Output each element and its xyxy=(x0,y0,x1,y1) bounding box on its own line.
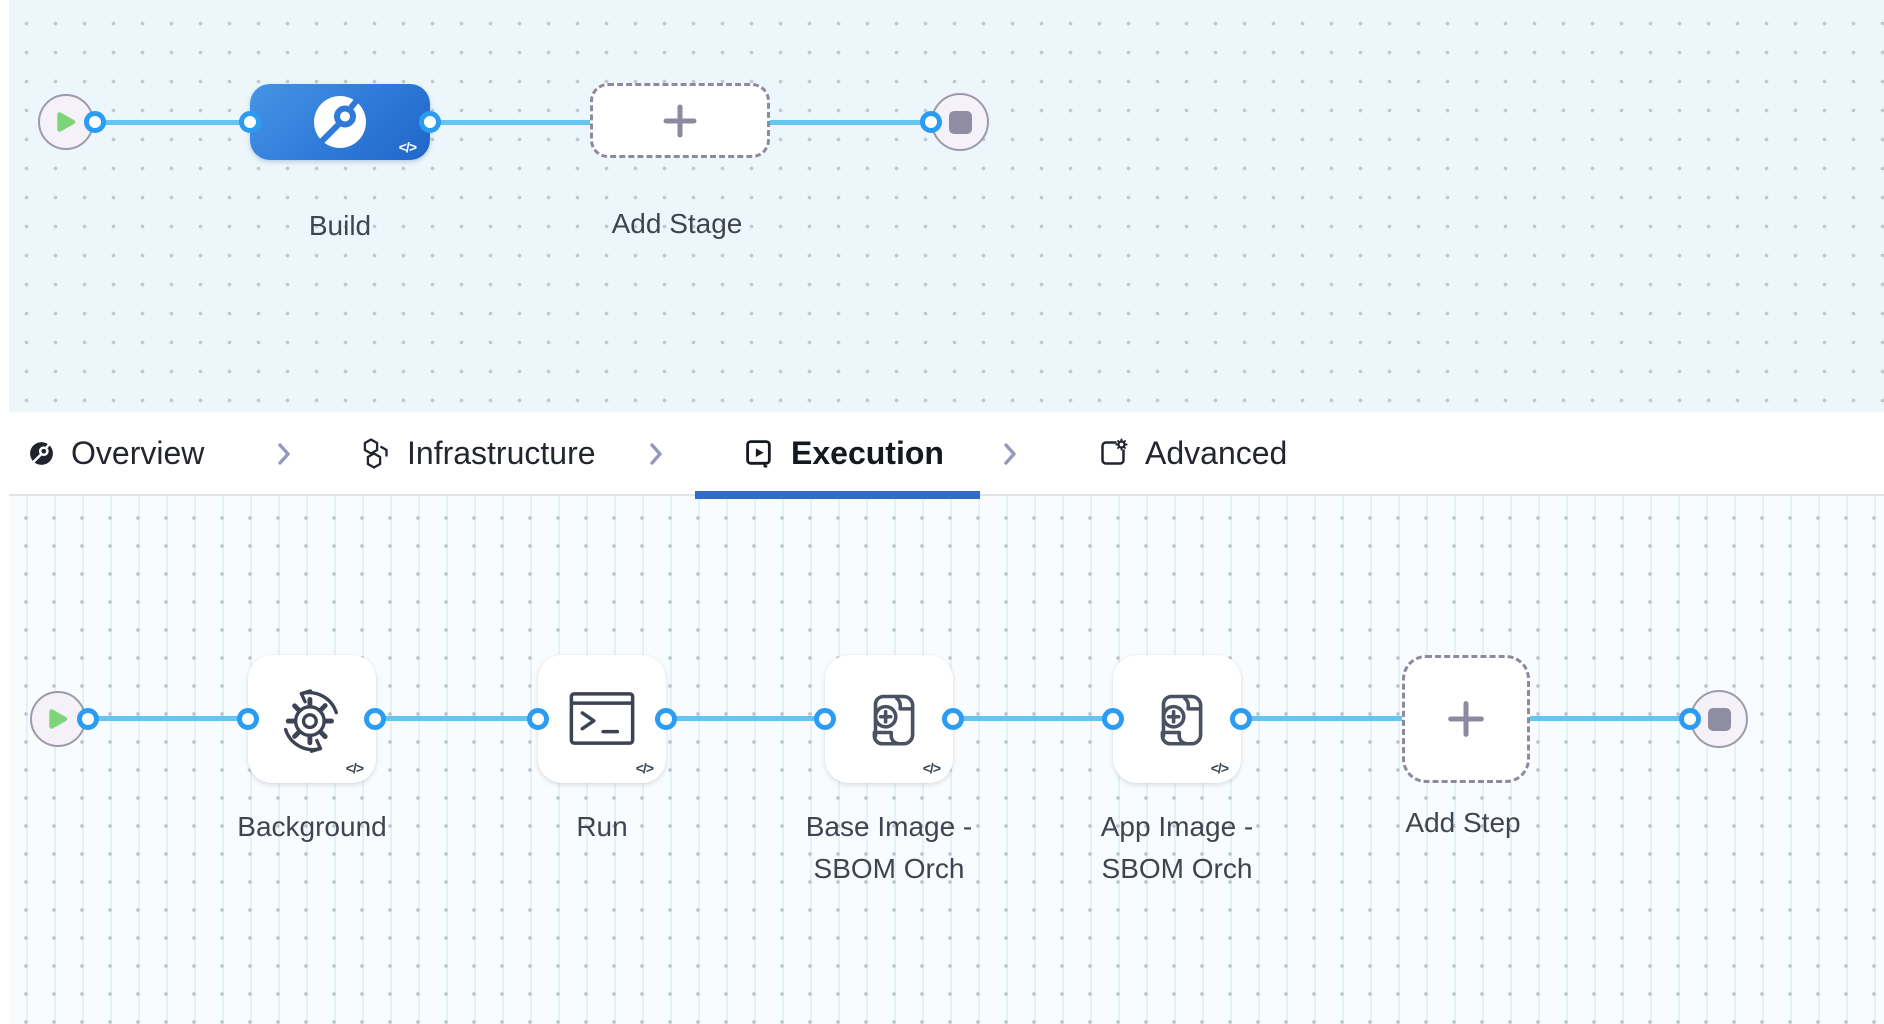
step-label-app-image: App Image - SBOM Orch xyxy=(1037,806,1317,890)
overview-icon xyxy=(30,441,53,465)
step-label-line: Run xyxy=(576,811,628,842)
step-label-line: Background xyxy=(237,811,387,842)
connector-background-out[interactable] xyxy=(364,708,386,730)
tab-advanced-label: Advanced xyxy=(1145,434,1288,471)
sbom-scroll-icon xyxy=(1160,694,1203,746)
play-icon xyxy=(49,709,68,729)
code-view-icon[interactable]: </> xyxy=(398,139,417,155)
stop-icon xyxy=(1707,707,1731,731)
stage-edge-line xyxy=(95,120,931,125)
step-label-run: Run xyxy=(462,806,742,848)
execution-icon xyxy=(746,439,771,468)
code-view-icon[interactable]: </> xyxy=(922,760,941,776)
step-label-line: Base Image - xyxy=(805,811,973,842)
execution-canvas[interactable]: </> </> xyxy=(0,494,1884,1024)
active-tab-underline xyxy=(695,491,980,499)
tab-execution-label: Execution xyxy=(791,434,944,471)
chevron-right-icon xyxy=(650,443,662,465)
step-label-add-step: Add Step xyxy=(1405,807,1521,838)
step-label-line: App Image - xyxy=(1100,811,1254,842)
step-label-background: Background xyxy=(172,806,452,848)
step-label-base-image: Base Image - SBOM Orch xyxy=(749,806,1029,890)
connector-start-out[interactable] xyxy=(77,708,99,730)
connector-end-in[interactable] xyxy=(1679,708,1701,730)
step-node-run[interactable]: </> xyxy=(538,655,666,783)
stage-config-tabbar: Overview Infrastructure xyxy=(0,412,1884,499)
play-icon xyxy=(57,112,76,132)
tab-infrastructure-label: Infrastructure xyxy=(407,434,596,471)
code-view-icon[interactable]: </> xyxy=(1210,760,1229,776)
stop-icon xyxy=(948,110,972,134)
tab-overview-label: Overview xyxy=(71,434,205,471)
chevron-right-icon xyxy=(278,443,290,465)
tab-execution[interactable]: Execution xyxy=(744,412,944,494)
infrastructure-icon xyxy=(363,437,388,469)
add-step-button[interactable] xyxy=(1402,655,1530,783)
step-node-app-image-sbom[interactable]: </> xyxy=(1113,655,1241,783)
connector-end-in[interactable] xyxy=(920,111,942,133)
tab-overview[interactable]: Overview xyxy=(28,412,204,494)
connector-background-in[interactable] xyxy=(237,708,259,730)
advanced-icon xyxy=(1101,438,1128,465)
build-stage-icon xyxy=(314,96,366,148)
stage-label-build: Build xyxy=(308,210,372,241)
run-step-icon xyxy=(569,692,635,745)
add-stage-button[interactable] xyxy=(590,83,770,158)
tab-advanced[interactable]: Advanced xyxy=(1097,412,1287,494)
connector-app-image-in[interactable] xyxy=(1102,708,1124,730)
chevron-right-icon xyxy=(1004,443,1016,465)
stage-node-build[interactable]: </> xyxy=(250,84,430,160)
background-step-icon xyxy=(283,689,338,753)
connector-start-out[interactable] xyxy=(84,111,106,133)
connector-build-out[interactable] xyxy=(419,111,441,133)
step-node-background[interactable]: </> xyxy=(248,655,376,783)
step-label-line: SBOM Orch xyxy=(1101,853,1253,884)
tab-infrastructure[interactable]: Infrastructure xyxy=(360,412,596,494)
connector-run-out[interactable] xyxy=(655,708,677,730)
connector-base-image-in[interactable] xyxy=(814,708,836,730)
connector-build-in[interactable] xyxy=(239,111,261,133)
plus-icon xyxy=(1448,701,1484,737)
step-label-line: SBOM Orch xyxy=(813,853,965,884)
step-node-base-image-sbom[interactable]: </> xyxy=(825,655,953,783)
code-view-icon[interactable]: </> xyxy=(345,760,364,776)
sbom-scroll-icon xyxy=(872,694,915,746)
canvas-left-border xyxy=(0,0,9,1024)
plus-icon xyxy=(663,104,697,137)
connector-base-image-out[interactable] xyxy=(942,708,964,730)
stage-label-add-stage: Add Stage xyxy=(611,208,743,239)
stage-canvas[interactable]: </> Build Add Stage xyxy=(0,0,1884,412)
connector-app-image-out[interactable] xyxy=(1230,708,1252,730)
code-view-icon[interactable]: </> xyxy=(635,760,654,776)
connector-run-in[interactable] xyxy=(527,708,549,730)
